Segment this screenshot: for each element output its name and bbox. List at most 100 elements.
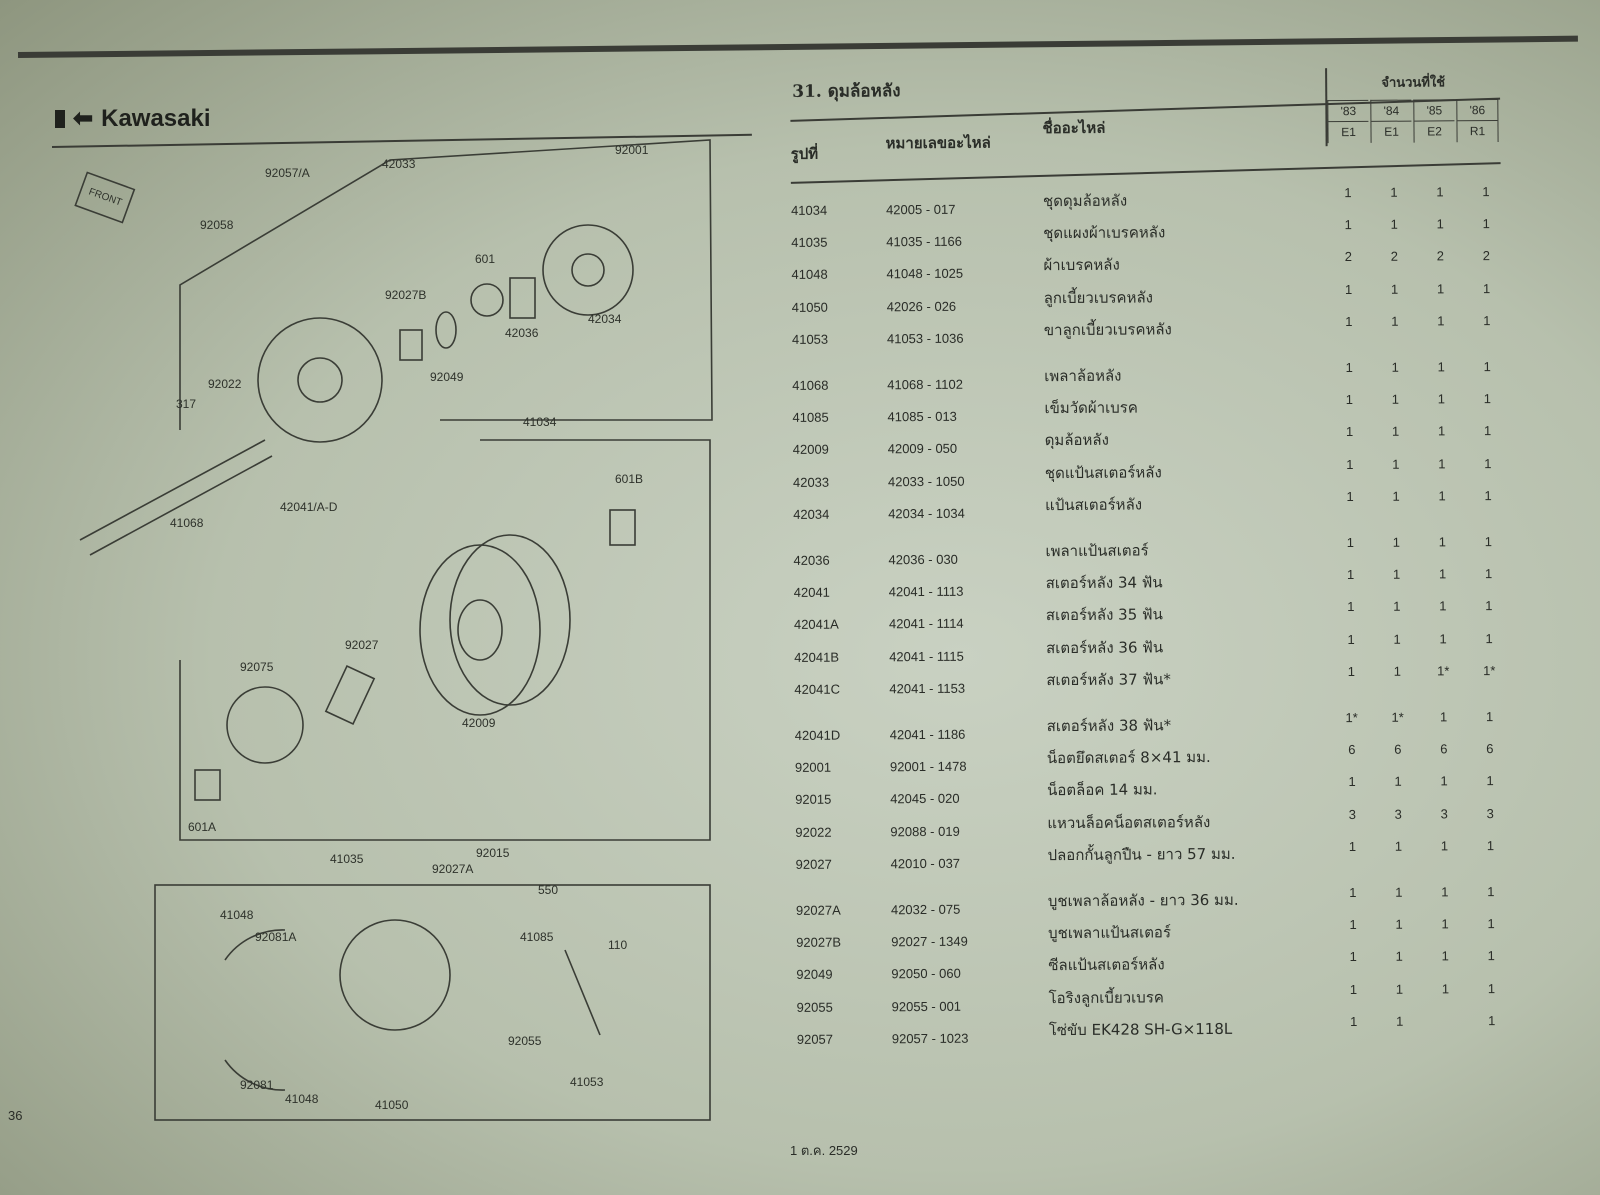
qty-cell: 1 — [1396, 1013, 1404, 1029]
part-number: 41068 - 1102 — [887, 376, 963, 393]
model-code: E2 — [1427, 124, 1442, 139]
brake-panel — [339, 919, 451, 1031]
qty-cell: 1 — [1485, 709, 1494, 725]
qty-cell: 1 — [1346, 456, 1354, 472]
part-number: 42041 - 1153 — [889, 680, 966, 697]
col-header-name: ชื่ออะไหล่ — [1042, 118, 1106, 138]
callout: 92081A — [255, 930, 297, 944]
col-header-part-no: หมายเลขอะไหล่ — [885, 133, 991, 153]
qty-cell: 1 — [1346, 488, 1354, 504]
ref-number: 42041D — [794, 727, 841, 743]
ref-number: 42009 — [792, 442, 829, 458]
part-number: 42034 - 1034 — [888, 505, 965, 522]
qty-cell: 1 — [1440, 773, 1448, 789]
qty-cell: 1 — [1484, 487, 1492, 503]
year: '84 — [1371, 100, 1412, 122]
qty-cell: 2 — [1482, 248, 1491, 264]
part-name: ผ้าเบรคหลัง — [1043, 256, 1120, 275]
ref-number: 42036 — [793, 552, 830, 568]
qty-cell: 6 — [1486, 741, 1494, 757]
qty-cell: 1 — [1487, 948, 1495, 964]
ref-number: 41034 — [790, 202, 828, 218]
part-number: 42026 - 026 — [886, 298, 957, 314]
qty-cell: 1 — [1395, 949, 1403, 965]
callout: 110 — [608, 938, 628, 952]
part-name: ดุมล้อหลัง — [1044, 431, 1109, 450]
part-name: แหวนล็อคน็อตสเตอร์หลัง — [1047, 812, 1211, 832]
callout: 41035 — [330, 852, 364, 866]
ref-number: 92022 — [795, 824, 832, 840]
qty-cell: 1 — [1483, 423, 1492, 439]
qty-cell: 1* — [1391, 709, 1404, 725]
qty-cell: 1* — [1345, 709, 1358, 726]
callout: 92015 — [476, 846, 510, 860]
callout: 92055 — [508, 1034, 542, 1048]
ref-number: 92027A — [795, 902, 841, 918]
qty-cell: 1 — [1394, 838, 1403, 854]
qty-cell: 1 — [1347, 631, 1355, 647]
part-name: แป้นสเตอร์หลัง — [1045, 495, 1143, 514]
callout: 92075 — [240, 660, 274, 674]
qty-cell: 1 — [1441, 916, 1449, 932]
part-number: 42045 - 020 — [890, 791, 960, 807]
qty-cell: 1 — [1395, 981, 1404, 997]
part-number: 41053 - 1036 — [886, 330, 964, 347]
qty-cell: 1 — [1394, 774, 1402, 790]
ref-number: 41035 — [791, 234, 828, 251]
qty-cell: 1 — [1437, 313, 1445, 329]
diagram-drawing — [74, 139, 713, 1121]
brake-shoes — [224, 929, 286, 1091]
qty-cell: 1 — [1483, 391, 1492, 407]
qty-cell: 1 — [1487, 884, 1495, 900]
qty-cell: 1 — [1438, 488, 1446, 504]
callout: 92049 — [430, 370, 464, 384]
callout: 601B — [615, 472, 644, 486]
parts-list: 31. ดุมล้อหลัง รูปที่ หมายเลขอะไหล่ ชื่อ… — [780, 55, 1548, 1160]
callout: 601 — [475, 252, 496, 266]
part-name: บูชเพลาล้อหลัง - ยาว 36 มม. — [1047, 890, 1239, 911]
qty-cell: 2 — [1436, 248, 1445, 264]
qty-cell: 1 — [1485, 630, 1493, 646]
part-number: 42010 - 037 — [890, 855, 961, 872]
part-name: สเตอร์หลัง 34 ฟัน — [1045, 573, 1163, 593]
part-number: 42041 - 1186 — [889, 726, 966, 743]
qty-cell: 1 — [1349, 884, 1357, 901]
qty-cell: 1 — [1350, 1013, 1358, 1029]
part-number: 42041 - 1113 — [888, 583, 964, 600]
qty-cell: 1 — [1439, 709, 1448, 725]
qty-cell: 1 — [1439, 630, 1447, 647]
part-name: โอริงลูกเบี้ยวเบรค — [1048, 987, 1164, 1007]
ref-number: 41048 — [791, 267, 828, 283]
qty-cell: 1 — [1345, 313, 1353, 329]
part-number: 42041 - 1114 — [888, 616, 964, 632]
ref-number: 42034 — [793, 506, 830, 522]
front-arrow-icon — [74, 171, 136, 224]
qty-cell: 1 — [1486, 837, 1495, 853]
callout: 92081 — [240, 1078, 274, 1092]
ref-number: 92057 — [796, 1031, 834, 1047]
callout: 41050 — [375, 1098, 409, 1112]
ref-number: 92027 — [795, 856, 832, 872]
qty-cell: 1 — [1482, 216, 1490, 232]
callout: 41085 — [520, 930, 554, 944]
hub-damper — [226, 686, 304, 764]
part-name: เพลาแป้นสเตอร์ — [1045, 541, 1149, 561]
callout: 601A — [188, 820, 217, 834]
qty-cell: 1 — [1484, 566, 1493, 582]
part-number: 42032 - 075 — [890, 901, 961, 918]
part-name: ลูกเบี้ยวเบรคหลัง — [1043, 287, 1154, 307]
qty-cell: 1 — [1390, 184, 1398, 200]
qty-cell: 3 — [1486, 805, 1494, 821]
callout: 317 — [176, 397, 197, 411]
qty-cell: 1 — [1436, 216, 1444, 232]
qty-cell: 6 — [1394, 741, 1402, 757]
qty-cell: 1 — [1391, 424, 1400, 440]
qty-cell: 1 — [1349, 949, 1357, 965]
part-number: 92001 - 1478 — [889, 758, 967, 775]
part-number: 42041 - 1115 — [889, 648, 964, 664]
